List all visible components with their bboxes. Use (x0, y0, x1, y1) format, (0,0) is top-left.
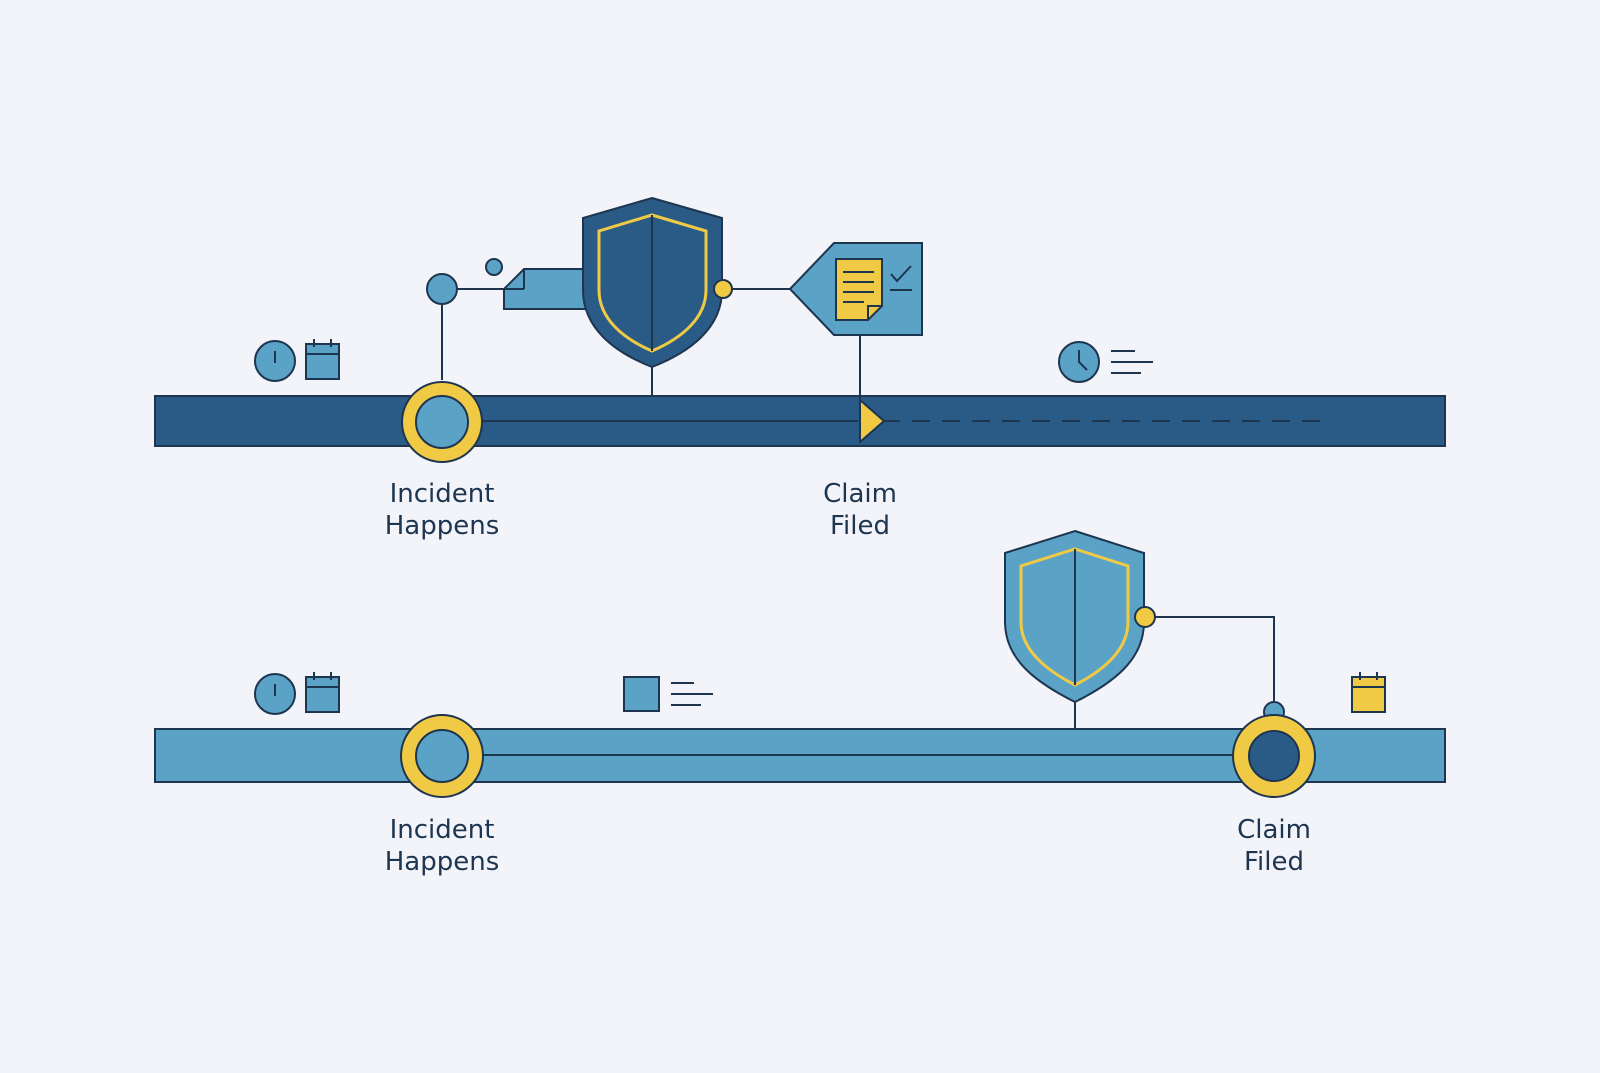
milestone-label: Claim (823, 479, 897, 509)
timeline-top: Incident Happens Claim Filed (154, 196, 1446, 541)
milestone-incident (401, 381, 483, 463)
milestone-claim (1232, 714, 1316, 798)
text-lines-icon (671, 682, 713, 706)
calendar-icon (305, 672, 340, 713)
milestone-label: Happens (385, 511, 500, 541)
connector-dot (485, 258, 503, 276)
shield-icon (1004, 529, 1145, 704)
milestone-label: Happens (385, 847, 500, 877)
connector-node (426, 273, 458, 305)
connector-dot (1134, 606, 1156, 628)
clock-icon (254, 673, 296, 715)
connector-dot (713, 279, 733, 299)
document-check-icon (788, 242, 923, 336)
milestone-label: Filed (830, 511, 890, 541)
shield-icon (582, 196, 723, 369)
text-lines-icon (1111, 350, 1153, 374)
square-icon (623, 676, 660, 712)
progress-arrow-icon (859, 397, 886, 445)
milestone-incident (400, 714, 484, 798)
calendar-icon (305, 339, 340, 380)
milestone-label: Filed (1244, 847, 1304, 877)
milestone-label: Incident (390, 815, 495, 845)
milestone-label: Claim (1237, 815, 1311, 845)
clock-icon (1058, 341, 1100, 383)
calendar-icon (1351, 672, 1386, 713)
timeline-bottom: Incident Happens Claim Filed (154, 529, 1446, 877)
connector-line (1155, 616, 1275, 702)
milestone-label: Incident (390, 479, 495, 509)
clock-icon (254, 340, 296, 382)
